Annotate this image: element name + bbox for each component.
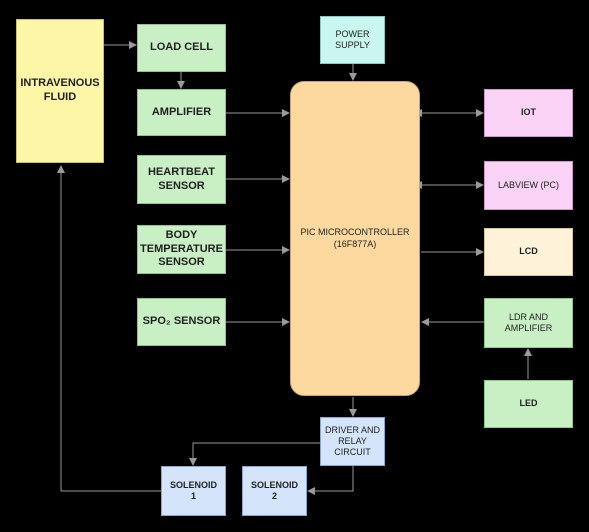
ldr-amplifier-block: LDR AND AMPLIFIER (484, 298, 573, 348)
heartbeat-sensor-label: HEARTBEAT SENSOR (147, 165, 215, 192)
load-cell-block: LOAD CELL (137, 24, 226, 72)
intravenous-fluid-label: INTRAVENOUS FLUID (20, 77, 100, 103)
pic-microcontroller-label: PIC MICROCONTROLLER (300, 227, 410, 238)
led-label: LED (519, 398, 538, 409)
driver-relay-block: DRIVER AND RELAY CIRCUIT (320, 417, 385, 466)
power-supply-label: POWER SUPPLY (335, 28, 370, 50)
labview-block: LABVIEW (PC) (484, 161, 573, 210)
spo2-sensor-label: SPO₂ SENSOR (142, 315, 221, 328)
lcd-label: LCD (519, 246, 538, 257)
lcd-block: LCD (484, 228, 573, 276)
arrow-solenoid1-to-fluid (57, 165, 161, 492)
load-cell-label: LOAD CELL (150, 41, 213, 54)
power-supply-block: POWER SUPPLY (320, 16, 385, 64)
body-temperature-sensor-label: BODY TEMPERATURE SENSOR (140, 228, 223, 269)
arrow-driver-to-solenoid1 (189, 442, 320, 466)
labview-label: LABVIEW (PC) (497, 179, 559, 190)
amplifier-block: AMPLIFIER (137, 89, 226, 136)
driver-relay-label: DRIVER AND RELAY CIRCUIT (324, 424, 380, 458)
pic-model-label: (16F877A) (333, 238, 377, 249)
solenoid-1-block: SOLENOID 1 (161, 466, 226, 516)
solenoid-2-block: SOLENOID 2 (242, 466, 307, 516)
spo2-sensor-block: SPO₂ SENSOR (137, 298, 226, 346)
iot-label: IOT (521, 107, 536, 118)
solenoid-2-label: SOLENOID 2 (250, 479, 298, 501)
body-temperature-sensor-block: BODY TEMPERATURE SENSOR (137, 225, 226, 274)
solenoid-1-label: SOLENOID 1 (169, 479, 217, 501)
arrow-driver-to-solenoid2 (307, 466, 354, 495)
ldr-amplifier-label: LDR AND AMPLIFIER (504, 311, 553, 333)
heartbeat-sensor-block: HEARTBEAT SENSOR (137, 155, 226, 204)
led-block: LED (484, 380, 573, 428)
amplifier-label: AMPLIFIER (151, 105, 212, 118)
iot-block: IOT (484, 89, 573, 137)
pic-microcontroller-block: PIC MICROCONTROLLER (16F877A) (290, 81, 420, 396)
intravenous-fluid-block: INTRAVENOUS FLUID (16, 19, 104, 163)
